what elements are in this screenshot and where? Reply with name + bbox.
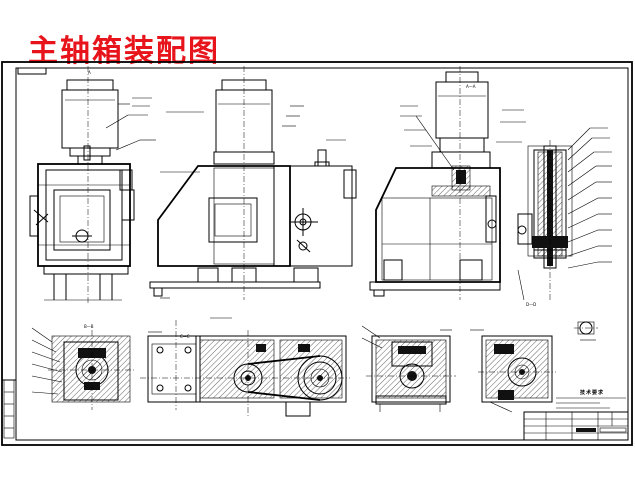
- side-view: [149, 66, 357, 300]
- section-view-e: [470, 329, 556, 413]
- drawing-number-box: [17, 67, 47, 75]
- title-block: [523, 397, 629, 441]
- drawing-title: 主轴箱装配图: [28, 34, 220, 69]
- section-view-b: [31, 327, 136, 410]
- view-label: D—D: [526, 302, 536, 307]
- section-view-a: [369, 66, 612, 341]
- view-label: C—C: [180, 334, 190, 339]
- technical-notes-heading: 技术要求: [580, 390, 605, 396]
- view-label: A: [88, 70, 91, 75]
- section-view-d: [361, 325, 456, 412]
- drawing-border: [15, 67, 629, 441]
- view-label: A—A: [466, 84, 476, 89]
- section-view-c: [140, 317, 350, 417]
- view-label: B—B: [84, 324, 94, 329]
- front-view: [29, 66, 156, 305]
- sheet-frame: [1, 61, 633, 446]
- margin-strip: [3, 379, 15, 439]
